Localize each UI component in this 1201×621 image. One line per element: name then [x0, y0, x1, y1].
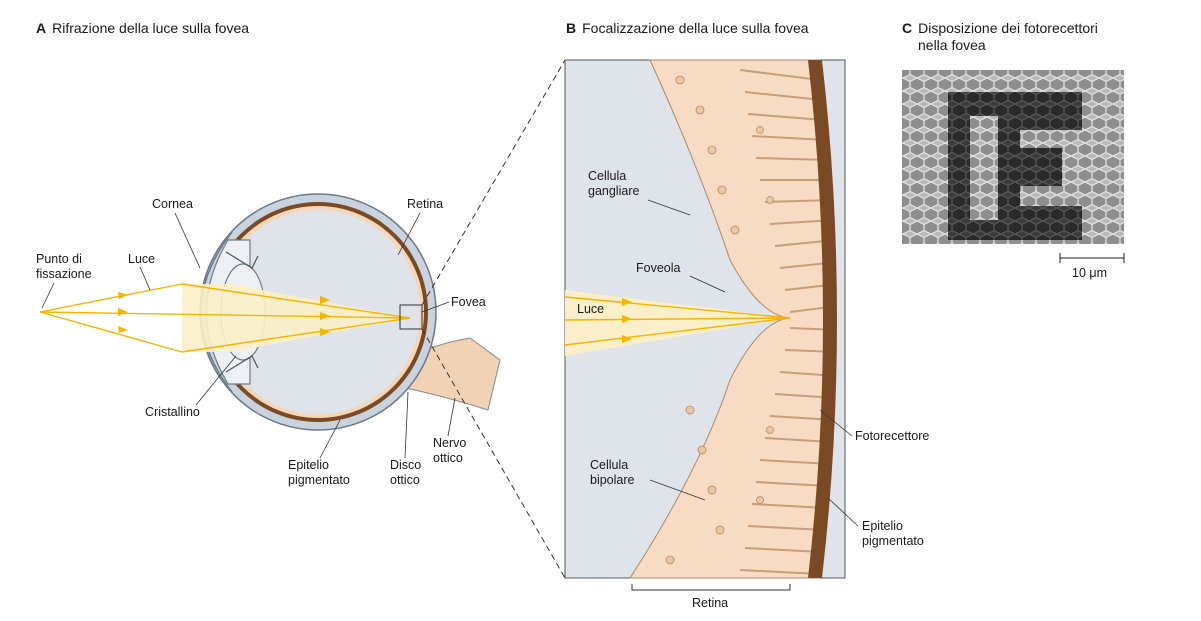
zoom-line-top — [421, 59, 566, 306]
fovea-box — [399, 304, 423, 330]
iris-upper — [225, 251, 259, 269]
label-epitelio-b-line1: Epitelio — [862, 519, 903, 533]
label-retina: Retina — [407, 197, 443, 211]
label-nervo-line1: Nervo — [433, 436, 466, 450]
label-luce: Luce — [128, 252, 155, 266]
panel-title-text: Disposizione dei fotorecettori — [918, 20, 1098, 36]
eye-diagram — [39, 59, 566, 579]
label-nervo-line2: ottico — [433, 451, 463, 465]
label-fotorecettore: Fotorecettore — [855, 429, 929, 443]
panel-a-labels: Cornea Retina Punto di fissazione Luce F… — [36, 197, 486, 487]
light-rays — [39, 283, 411, 353]
label-epitelio-line1: Epitelio — [288, 458, 329, 472]
light-rays-fovea — [564, 296, 791, 346]
label-cornea: Cornea — [152, 197, 193, 211]
zoom-line-bottom — [421, 328, 566, 579]
label-punto-line1: Punto di — [36, 252, 82, 266]
panel-b-title: B Focalizzazione della luce sulla fovea — [566, 20, 809, 37]
label-luce-b: Luce — [577, 302, 604, 316]
label-scale: 10 μm — [1072, 266, 1107, 280]
label-epitelio-b-line2: pigmentato — [862, 534, 924, 548]
label-disco-line2: ottico — [390, 473, 420, 487]
label-cristallino: Cristallino — [145, 405, 200, 419]
iris-lower — [225, 355, 259, 373]
light-cone-fovea — [565, 290, 790, 356]
retina-bracket — [631, 584, 791, 591]
panel-letter: B — [566, 20, 577, 36]
ray-arrows — [118, 292, 330, 336]
label-retina-bracket: Retina — [692, 596, 728, 610]
panel-a-title: A Rifrazione della luce sulla fovea — [36, 20, 249, 37]
label-punto-line2: fissazione — [36, 267, 92, 281]
panel-letter: C — [902, 20, 913, 36]
mosaic-letter-shape — [948, 92, 1082, 240]
label-bipolare-line1: Cellula — [590, 458, 628, 472]
photoreceptor-mosaic: 10 μm — [902, 70, 1125, 280]
panel-title-text: Rifrazione della luce sulla fovea — [52, 20, 250, 36]
label-disco-line1: Disco — [390, 458, 421, 472]
label-ganglio-line1: Cellula — [588, 169, 626, 183]
fovea-closeup — [564, 59, 846, 591]
cell-nuclei — [665, 75, 774, 565]
label-bipolare-line2: bipolare — [590, 473, 635, 487]
ray-arrows-fovea — [622, 298, 632, 343]
panel-title-text: nella fovea — [918, 37, 986, 53]
label-ganglio-line2: gangliare — [588, 184, 639, 198]
panel-b-labels: Cellula gangliare Foveola Luce Fotorecet… — [577, 169, 929, 610]
label-foveola: Foveola — [636, 261, 681, 275]
pigment-epithelium — [808, 60, 837, 578]
panel-title-text: Focalizzazione della luce sulla fovea — [582, 20, 809, 36]
label-epitelio-line2: pigmentato — [288, 473, 350, 487]
label-fovea: Fovea — [451, 295, 486, 309]
panel-c-title: C Disposizione dei fotorecettori nella fo… — [902, 20, 1098, 54]
panel-letter: A — [36, 20, 47, 36]
light-cone-eye — [182, 284, 410, 352]
